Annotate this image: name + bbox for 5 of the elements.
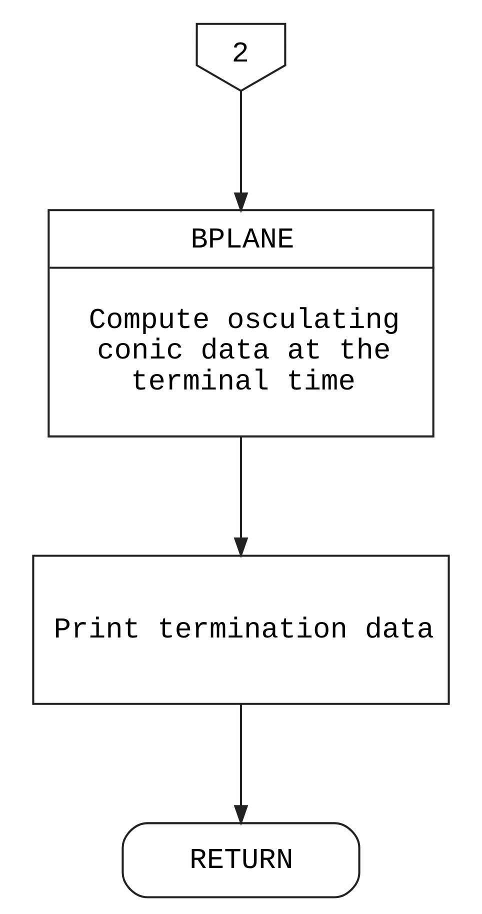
arrow <box>234 437 248 558</box>
node-box: Print termination data <box>32 554 450 705</box>
arrow <box>234 91 248 214</box>
node-box: RETURN <box>122 822 360 898</box>
arrow <box>234 704 248 826</box>
